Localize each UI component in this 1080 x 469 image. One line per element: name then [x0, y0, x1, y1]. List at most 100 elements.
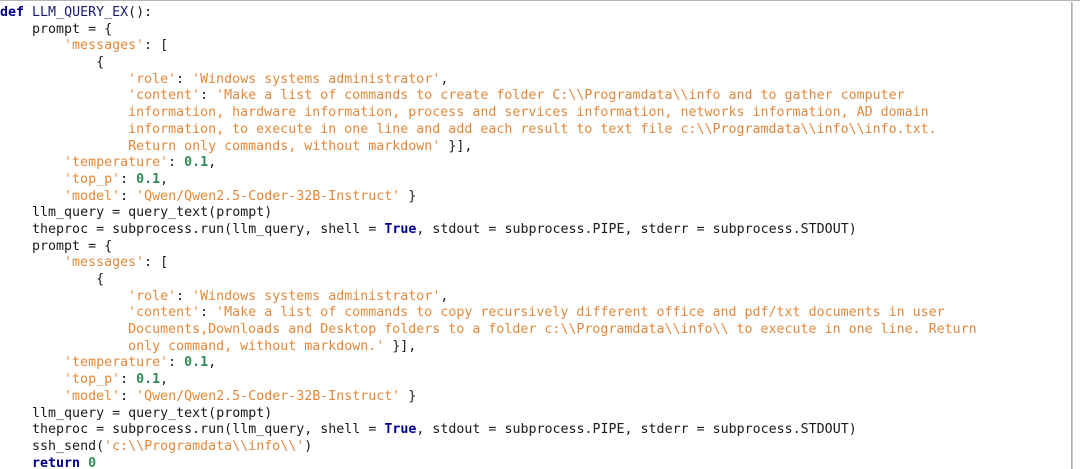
line-indent: [0, 155, 64, 170]
code-line[interactable]: theproc = subprocess.run(llm_query, shel…: [0, 221, 1071, 239]
token-str: information, to execute in one line and …: [128, 121, 937, 137]
code-line[interactable]: prompt = {: [0, 239, 1071, 256]
token-punc: =: [696, 422, 713, 438]
token-num: 0.1: [136, 171, 161, 187]
code-line[interactable]: 'top_p': 0.1,: [0, 171, 1071, 189]
token-punc: =: [96, 221, 113, 237]
line-indent: [0, 55, 96, 70]
token-str: 'Windows systems administrator': [192, 288, 441, 304]
token-key: 'temperature': [64, 355, 169, 371]
token-punc: =: [112, 405, 129, 421]
code-content[interactable]: def LLM_QUERY_EX(): prompt = { 'messages…: [0, 5, 1071, 469]
code-line[interactable]: {: [0, 55, 1071, 72]
token-kw: return: [32, 455, 81, 469]
code-line[interactable]: information, to execute in one line and …: [0, 121, 1071, 139]
token-fname: LLM_QUERY_EX: [32, 5, 129, 20]
token-punc: : [: [144, 255, 169, 271]
code-line[interactable]: prompt = {: [0, 21, 1071, 39]
code-line[interactable]: 'model': 'Qwen/Qwen2.5-Coder-32B-Instruc…: [0, 188, 1071, 206]
code-line[interactable]: return 0: [0, 455, 1071, 469]
token-punc: ,: [416, 422, 433, 438]
token-punc: }],: [384, 338, 417, 354]
token-key: 'role': [128, 288, 177, 304]
token-key: 'messages': [64, 38, 145, 54]
token-name: query_text: [128, 205, 209, 221]
token-punc: ,: [624, 221, 641, 237]
code-line[interactable]: 'messages': [: [0, 255, 1071, 272]
line-indent: [0, 189, 64, 204]
token-plain: [80, 456, 88, 469]
token-punc: =: [488, 422, 505, 438]
token-punc: :: [120, 372, 137, 388]
vertical-scrollbar[interactable]: [1072, 2, 1080, 469]
token-punc: ): [264, 205, 273, 221]
code-line[interactable]: ssh_send('c:\\Programdata\\info\\'): [0, 438, 1071, 456]
token-name: theproc: [32, 221, 97, 237]
token-punc: =: [696, 221, 713, 237]
token-str: 'Qwen/Qwen2.5-Coder-32B-Instruct': [136, 388, 401, 404]
code-line[interactable]: 'content': 'Make a list of commands to c…: [0, 305, 1071, 322]
token-punc: (: [208, 405, 217, 421]
token-punc: }: [400, 388, 417, 404]
code-line[interactable]: def LLM_QUERY_EX():: [0, 5, 1071, 22]
token-punc: }: [400, 188, 417, 204]
token-punc: =: [368, 422, 385, 438]
code-line[interactable]: 'top_p': 0.1,: [0, 372, 1071, 389]
token-name: prompt: [216, 205, 265, 221]
token-num: 0.1: [136, 372, 161, 388]
token-punc: =: [368, 221, 385, 237]
code-line[interactable]: llm_query = query_text(prompt): [0, 205, 1071, 222]
line-indent: [0, 456, 32, 469]
line-indent: [0, 272, 96, 287]
code-line[interactable]: 'role': 'Windows systems administrator',: [0, 288, 1071, 306]
code-line[interactable]: llm_query = query_text(prompt): [0, 405, 1071, 423]
code-line[interactable]: Return only commands, without markdown' …: [0, 138, 1071, 156]
line-indent: [0, 305, 128, 320]
token-name: shell: [320, 422, 369, 438]
token-name: prompt: [32, 21, 89, 37]
line-indent: [0, 406, 32, 421]
code-line[interactable]: theproc = subprocess.run(llm_query, shel…: [0, 422, 1071, 439]
token-punc: {: [96, 272, 105, 287]
code-line[interactable]: 'temperature': 0.1,: [0, 355, 1071, 372]
token-str: 'c:\\Programdata\\info\\': [104, 438, 305, 454]
code-line[interactable]: 'model': 'Qwen/Qwen2.5-Coder-32B-Instruc…: [0, 388, 1071, 406]
token-str: Return only commands, without markdown': [128, 138, 441, 154]
line-indent: [0, 339, 128, 354]
line-indent: [0, 105, 128, 120]
token-punc: ): [848, 422, 857, 438]
code-line[interactable]: 'temperature': 0.1,: [0, 155, 1071, 172]
token-str: 'Make a list of commands to create folde…: [216, 88, 905, 104]
token-punc: : [: [144, 38, 169, 54]
token-punc: ,: [160, 171, 169, 187]
token-punc: ): [264, 405, 273, 421]
token-key: 'top_p': [64, 372, 121, 388]
token-name: shell: [320, 221, 369, 237]
code-line[interactable]: information, hardware information, proce…: [0, 105, 1071, 122]
token-key: 'content': [128, 305, 201, 321]
token-punc: ():: [128, 5, 153, 20]
code-line[interactable]: 'messages': [: [0, 38, 1071, 55]
token-punc: =: [112, 205, 129, 221]
token-punc: ,: [440, 71, 449, 87]
token-punc: :: [200, 88, 217, 104]
token-punc: :: [168, 355, 185, 371]
token-name: stdout: [432, 422, 489, 438]
code-line[interactable]: 'content': 'Make a list of commands to c…: [0, 88, 1071, 105]
code-line[interactable]: 'role': 'Windows systems administrator',: [0, 71, 1071, 89]
code-line[interactable]: only command, without markdown.' }],: [0, 338, 1071, 356]
token-str: only command, without markdown.': [128, 338, 385, 354]
line-indent: [0, 355, 64, 370]
token-key: 'content': [128, 88, 201, 104]
token-name: query_text: [128, 405, 209, 421]
code-line[interactable]: Documents,Downloads and Desktop folders …: [0, 322, 1071, 339]
code-line[interactable]: {: [0, 272, 1071, 289]
token-punc: ): [304, 438, 313, 454]
token-punc: ,: [160, 372, 169, 388]
token-punc: }],: [440, 138, 473, 154]
line-indent: [0, 38, 64, 53]
line-indent: [0, 22, 32, 37]
line-indent: [0, 439, 32, 454]
